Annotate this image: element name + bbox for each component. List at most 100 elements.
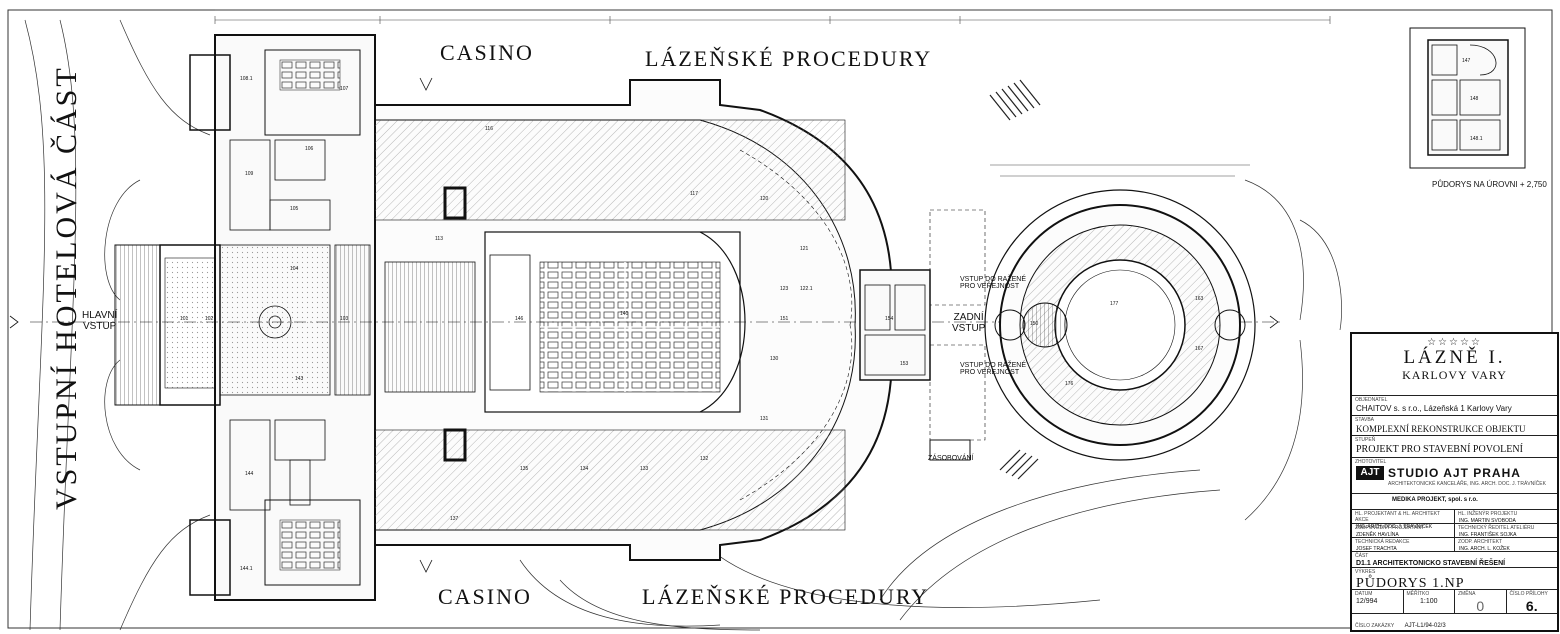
investor-caption: OBJEDNATEL bbox=[1355, 397, 1388, 403]
room-number: 130 bbox=[770, 356, 779, 362]
project-name: LÁZNĚ I. bbox=[1403, 347, 1506, 368]
room-number: 176 bbox=[1065, 381, 1074, 387]
stage: PROJEKT PRO STAVEBNÍ POVOLENÍ bbox=[1356, 444, 1523, 455]
zone-procedures-bottom: LÁZEŇSKÉ PROCEDURY bbox=[642, 584, 930, 609]
room-number: 150 bbox=[1030, 321, 1039, 327]
date-caption: DATUM bbox=[1355, 591, 1373, 597]
change-number: 0 bbox=[1476, 598, 1485, 614]
star-rating: ☆☆☆☆☆ bbox=[1427, 337, 1482, 348]
studio-subtitle: ARCHITEKTONICKÉ KANCELÁŘE, ING. ARCH. DO… bbox=[1388, 481, 1546, 487]
room-labels: 108.1 107 106 105 104 103 101 102 113 10… bbox=[180, 58, 1483, 572]
project-location: KARLOVY VARY bbox=[1402, 368, 1507, 382]
drawing-title: PŮDORYS 1.NP bbox=[1356, 576, 1465, 591]
change-caption: ZMĚNA bbox=[1458, 591, 1476, 597]
technician: JOSEF TRACHTA bbox=[1356, 546, 1397, 552]
room-number: 121 bbox=[800, 246, 809, 252]
entrance-hall-bottom: VSTUP DO RAŽENÉ PRO VEŘEJNOST bbox=[960, 362, 1026, 376]
room-number: 102 bbox=[205, 316, 214, 322]
zone-procedures-top: LÁZEŇSKÉ PROCEDURY bbox=[645, 46, 933, 71]
archive-caption: ČÍSLO ZAKÁZKY bbox=[1355, 623, 1395, 629]
room-number: 146 bbox=[515, 316, 524, 322]
sheet-caption: ČÍSLO PŘÍLOHY bbox=[1509, 591, 1548, 597]
chief-architect-caption: HL. PROJEKTANT & HL. ARCHITEKT AKCE bbox=[1355, 511, 1441, 523]
section-marks bbox=[9, 77, 1279, 573]
stage-caption: STUPEŇ bbox=[1355, 437, 1376, 443]
room-number: 103 bbox=[340, 316, 349, 322]
room-number: 104 bbox=[290, 266, 299, 272]
rotunda bbox=[984, 189, 1256, 461]
zone-hotel-wing: VSTUPNÍ HOTELOVÁ ČÁST bbox=[50, 65, 83, 510]
entrance-main: HLAVNÍ VSTUP bbox=[82, 310, 118, 332]
entrance-supply: ZÁSOBOVÁNÍ bbox=[928, 455, 974, 462]
room-number: 151 bbox=[780, 316, 789, 322]
inset-plan bbox=[1409, 27, 1526, 169]
inset-caption: PŮDORYS NA ÚROVNI + 2,750 bbox=[1432, 180, 1547, 189]
room-number: 106 bbox=[305, 146, 314, 152]
room-number: 113 bbox=[435, 236, 443, 242]
control-caption: HL. INŽENÝR PROJEKTU bbox=[1458, 511, 1518, 517]
room-number: 137 bbox=[450, 516, 459, 522]
room-number: 108.1 bbox=[240, 76, 253, 82]
crosswalks bbox=[989, 79, 1041, 480]
entrance-hall-top: VSTUP DO RAŽENÉ PRO VEŘEJNOST bbox=[960, 276, 1026, 290]
stavba-caption: STAVBA bbox=[1355, 417, 1374, 423]
room-number: 163 bbox=[1195, 296, 1204, 302]
investor: CHAITOV s. s r.o., Lázeňská 1 Karlovy Va… bbox=[1356, 404, 1512, 413]
room-number: 148.1 bbox=[1470, 136, 1483, 142]
landscape-paths bbox=[24, 19, 1342, 631]
room-number: 153 bbox=[900, 361, 909, 367]
room-number: 147 bbox=[1462, 58, 1471, 64]
room-number: 132 bbox=[700, 456, 709, 462]
project-name-box: ☆☆☆☆☆ LÁZNĚ I. KARLOVY VARY bbox=[1352, 334, 1557, 396]
room-number: 123 bbox=[780, 286, 789, 292]
central-hall bbox=[30, 79, 1280, 561]
zone-casino-top: CASINO bbox=[440, 40, 534, 65]
room-number: 140 bbox=[620, 311, 629, 317]
room-number: 144 bbox=[245, 471, 254, 477]
room-number: 122.1 bbox=[800, 286, 813, 292]
responsible-caption: ZODPOVĚDNÝ PROJEKTANT bbox=[1355, 525, 1425, 531]
tech-control: ING. FRANTIŠEK SOJKA bbox=[1459, 532, 1517, 538]
part: D1.1 ARCHITEKTONICKO STAVEBNÍ ŘEŠENÍ bbox=[1356, 560, 1506, 567]
control: ING. MARTIN SVOBODA bbox=[1459, 518, 1516, 524]
west-wing bbox=[114, 34, 376, 601]
stavba: KOMPLEXNÍ REKONSTRUKCE OBJEKTU bbox=[1356, 424, 1526, 434]
dimension-lines bbox=[214, 9, 1331, 177]
architect: ING. ARCH. L. KOŽEK bbox=[1459, 546, 1510, 552]
drawing-caption: VÝKRES bbox=[1355, 569, 1376, 575]
room-number: 105 bbox=[290, 206, 299, 212]
subcontractor: MEDIKA PROJEKT, spol. s r.o. bbox=[1392, 497, 1478, 503]
part-caption: ČÁST bbox=[1355, 553, 1369, 559]
room-number: 131 bbox=[760, 416, 769, 422]
room-number: 135 bbox=[520, 466, 529, 472]
room-number: 148 bbox=[1470, 96, 1479, 102]
room-number: 144.1 bbox=[240, 566, 253, 572]
room-number: 109 bbox=[245, 171, 254, 177]
designer-caption: ZHOTOVITEL bbox=[1355, 459, 1387, 465]
studio-logo: AJT bbox=[1356, 466, 1384, 480]
scale: 1:100 bbox=[1419, 598, 1438, 605]
responsible: ZDENĚK HAVLÍNA bbox=[1356, 532, 1399, 538]
room-number: 134 bbox=[580, 466, 589, 472]
studio-name: STUDIO AJT PRAHA bbox=[1388, 466, 1521, 480]
room-number: 154 bbox=[885, 316, 894, 322]
room-number: 107 bbox=[340, 86, 349, 92]
room-number: 133 bbox=[640, 466, 649, 472]
scale-caption: MĚŘÍTKO bbox=[1406, 591, 1430, 597]
room-number: 101 bbox=[180, 316, 189, 322]
room-number: 120 bbox=[760, 196, 769, 202]
archive-number: AJT-L1/94-02/3 bbox=[1404, 623, 1446, 629]
architect-caption: ZODP. ARCHITEKT bbox=[1458, 539, 1503, 545]
chief-architect: ING. ARCH. DOC. J. TRÁVNÍČEK bbox=[1356, 524, 1433, 530]
tech-control-caption: TECHNICKÝ ŘEDITEL ATELIÉRU bbox=[1458, 525, 1535, 531]
zone-casino-bottom: CASINO bbox=[438, 584, 532, 609]
room-number: 177 bbox=[1110, 301, 1119, 307]
room-number: 117 bbox=[690, 191, 698, 197]
entrance-rear: ZADNÍ VSTUP bbox=[952, 312, 986, 334]
room-number: 116 bbox=[485, 126, 493, 132]
technician-caption: TECHNICKÁ REDAKCE bbox=[1355, 539, 1410, 545]
connecting-wing bbox=[859, 209, 986, 461]
room-number: 167 bbox=[1195, 346, 1204, 352]
date: 12/994 bbox=[1356, 598, 1378, 605]
